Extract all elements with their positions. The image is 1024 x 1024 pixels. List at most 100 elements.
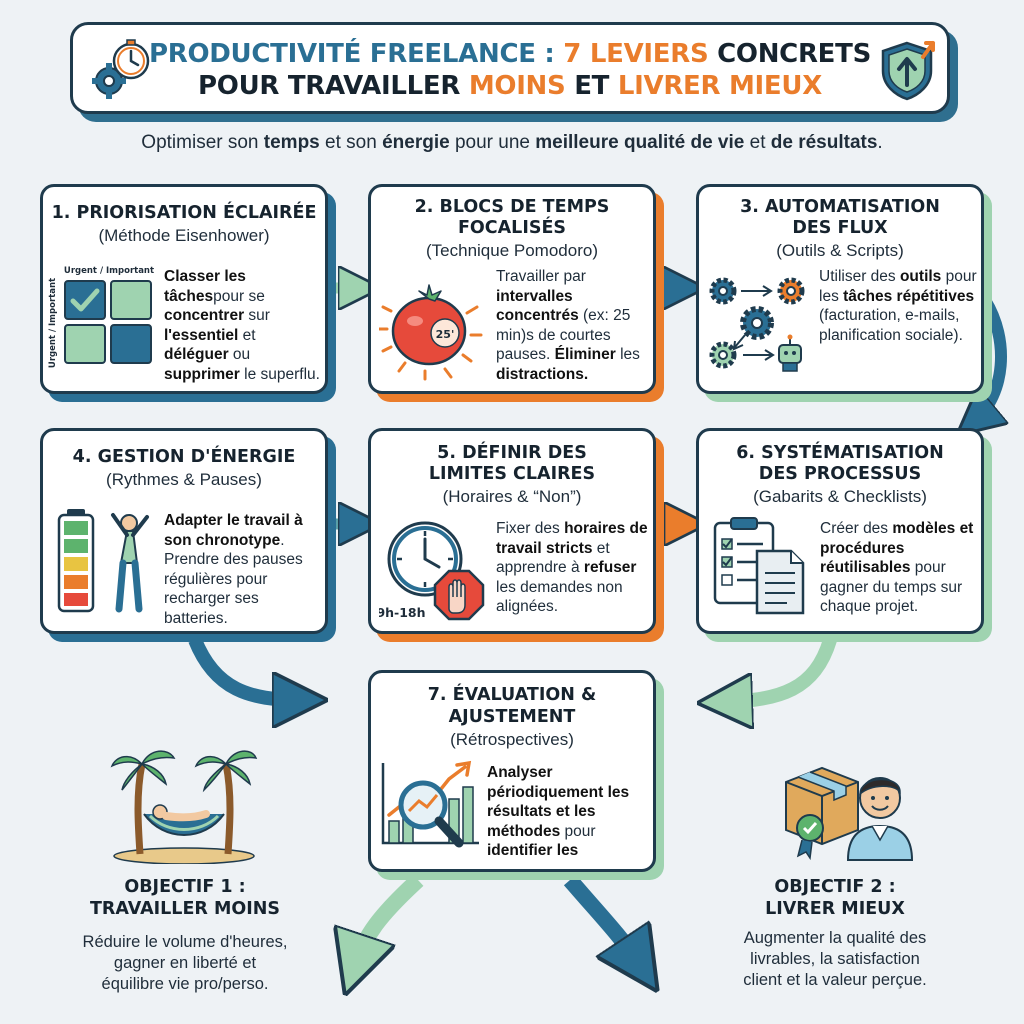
- goal-description: client et la valeur perçue.: [743, 971, 927, 989]
- bold-text-run: outils: [899, 268, 942, 285]
- card-description: Analyser périodiquement les résultats et…: [487, 763, 653, 861]
- analytics-magnifier-icon: [381, 760, 479, 848]
- bold-text-run: modèles et procédures réutilisables: [820, 520, 974, 576]
- card-prioritization: 1. PRIORISATION ÉCLAIRÉE (Méthode Eisenh…: [40, 184, 328, 394]
- goal-description: équilibre vie pro/perso.: [101, 975, 269, 993]
- eisenhower-matrix-icon: Urgent / Important Urgent / Important: [48, 266, 154, 368]
- text-run: pour les: [819, 268, 977, 305]
- checklist-clipboard-icon: [713, 517, 805, 615]
- bold-text-run: distractions.: [496, 365, 589, 383]
- text-run: le superflu.: [239, 365, 320, 383]
- card-automation: 3. AUTOMATISATION DES FLUX (Outils & Scr…: [696, 184, 984, 394]
- title-part: CONCRETS: [708, 39, 871, 69]
- title-part: ET: [565, 71, 618, 101]
- title-part: LIVRER MIEUX: [617, 71, 822, 101]
- goal-description: gagner en liberté et: [113, 954, 257, 972]
- bold-text-run: déléguer: [164, 346, 229, 363]
- text-run: les demandes non alignées.: [496, 578, 623, 616]
- arrow-3-to-6: [975, 296, 1001, 420]
- text-run: Fixer des: [496, 520, 565, 537]
- clock-stop-icon: 9h-18h: [379, 521, 485, 621]
- arrow-7-to-goal-1: [355, 874, 424, 965]
- title-part: POUR TRAVAILLER: [198, 71, 469, 101]
- text-run: pour gagner du temps sur chaque projet.: [820, 559, 963, 615]
- goal-title: OBJECTIF 2 :: [774, 877, 896, 897]
- card-description: Créer des modèles et procédures réutilis…: [820, 519, 981, 617]
- goal-description: livrables, la satisfaction: [750, 950, 920, 968]
- subtitle-part: .: [877, 132, 883, 153]
- bold-text-run: Analyser périodiquement les résultats et…: [487, 764, 630, 840]
- card-title: AJUSTEMENT: [448, 707, 576, 727]
- subtitle: Optimiser son temps et son énergie pour …: [0, 132, 1024, 154]
- text-run: (ex: 25 min)s de courtes pauses.: [496, 307, 631, 363]
- card-description: Utiliser des outils pour les tâches répé…: [819, 267, 981, 345]
- card-title: 5. DÉFINIR DES: [437, 443, 587, 463]
- card-title: 2. BLOCS DE TEMPS: [414, 197, 610, 217]
- text-run: Travailler par: [496, 268, 586, 285]
- text-run: Utiliser des: [819, 268, 900, 285]
- goal-title: LIVRER MIEUX: [765, 899, 905, 919]
- arrow-4-to-7: [188, 637, 300, 700]
- subtitle-part: Optimiser son: [141, 132, 264, 153]
- bold-text-run: Éliminer: [554, 346, 616, 363]
- hammock-palm-icon: [110, 750, 258, 864]
- card-description: Fixer des horaires de travail stricts et…: [496, 519, 653, 617]
- text-run: les: [615, 346, 640, 363]
- card-systematization: 6. SYSTÉMATISATION DES PROCESSUS (Gabari…: [696, 428, 984, 634]
- bold-text-run: Classer les tâches: [164, 268, 246, 305]
- title-part: 7 LEVIERS: [563, 39, 709, 69]
- card-description: Adapter le travail à son chronotype. Pre…: [164, 511, 325, 628]
- goal-title: TRAVAILLER MOINS: [89, 899, 281, 919]
- card-subtitle: (Outils & Scripts): [776, 241, 904, 260]
- card-subtitle: (Gabarits & Checklists): [753, 487, 927, 506]
- clock-gear-icon: [92, 39, 150, 99]
- text-run: pour: [560, 822, 596, 840]
- battery-stretch-icon: [57, 509, 149, 613]
- matrix-label-side: Urgent / Important: [48, 278, 58, 368]
- text-run: sur: [244, 307, 270, 324]
- card-title: 7. ÉVALUATION &: [427, 685, 597, 705]
- card-title: 6. SYSTÉMATISATION: [736, 443, 944, 463]
- goal-description: Réduire le volume d'heures,: [82, 933, 288, 951]
- bold-text-run: intervalles concentrés: [496, 287, 579, 325]
- subtitle-part: et son: [319, 132, 383, 153]
- card-title: DES PROCESSUS: [758, 464, 922, 484]
- text-run: Créer des: [820, 520, 893, 537]
- pomodoro-tomato-icon: 25': [379, 284, 483, 381]
- card-title: FOCALISÉS: [457, 218, 567, 238]
- title-line-2: POUR TRAVAILLER MOINS ET LIVRER MIEUX: [73, 71, 947, 101]
- text-run: (facturation, e-mails, planification soc…: [819, 307, 963, 344]
- subtitle-part: temps: [263, 132, 320, 153]
- card-description: Classer les tâchespour se concentrer sur…: [164, 267, 324, 384]
- bold-text-run: concentrer: [164, 307, 245, 324]
- delivery-client-icon: [785, 766, 914, 861]
- text-run: . Prendre des pauses régulières pour rec…: [164, 531, 303, 627]
- goal-description: Augmenter la qualité des: [743, 929, 927, 947]
- card-description: Travailler par intervalles concentrés (e…: [496, 267, 652, 384]
- bold-text-run: tâches répétitives: [843, 287, 975, 305]
- card-subtitle: (Méthode Eisenhower): [98, 226, 270, 245]
- card-subtitle: (Horaires & “Non”): [442, 487, 582, 506]
- bold-text-run: l'essentiel: [164, 326, 239, 344]
- card-title: 1. PRIORISATION ÉCLAIRÉE: [51, 203, 317, 223]
- bold-text-run: Adapter le travail à son chronotype: [164, 512, 303, 549]
- subtitle-part: et: [744, 132, 771, 153]
- card-energy: 4. GESTION D'ÉNERGIE (Rythmes & Pauses) …: [40, 428, 328, 634]
- timer-label: 25': [436, 328, 455, 341]
- subtitle-part: pour une: [449, 132, 536, 153]
- gears-automation-icon: [709, 277, 805, 372]
- bold-text-run: identifier les: [487, 842, 579, 859]
- subtitle-part: de résultats: [770, 132, 878, 153]
- card-title: LIMITES CLAIRES: [428, 464, 596, 484]
- bold-text-run: horaires de travail stricts: [496, 520, 648, 557]
- title-part: MOINS: [468, 71, 566, 101]
- card-evaluation: 7. ÉVALUATION & AJUSTEMENT (Rétrospectiv…: [368, 670, 656, 872]
- card-boundaries: 5. DÉFINIR DES LIMITES CLAIRES (Horaires…: [368, 428, 656, 634]
- matrix-label-top: Urgent / Important: [64, 266, 154, 276]
- header-banner: PRODUCTIVITÉ FREELANCE : 7 LEVIERS CONCR…: [70, 22, 950, 114]
- card-time-blocks: 2. BLOCS DE TEMPS FOCALISÉS (Technique P…: [368, 184, 656, 394]
- card-title: DES FLUX: [792, 218, 888, 238]
- card-title: 3. AUTOMATISATION: [740, 197, 940, 217]
- subtitle-part: énergie: [382, 132, 450, 153]
